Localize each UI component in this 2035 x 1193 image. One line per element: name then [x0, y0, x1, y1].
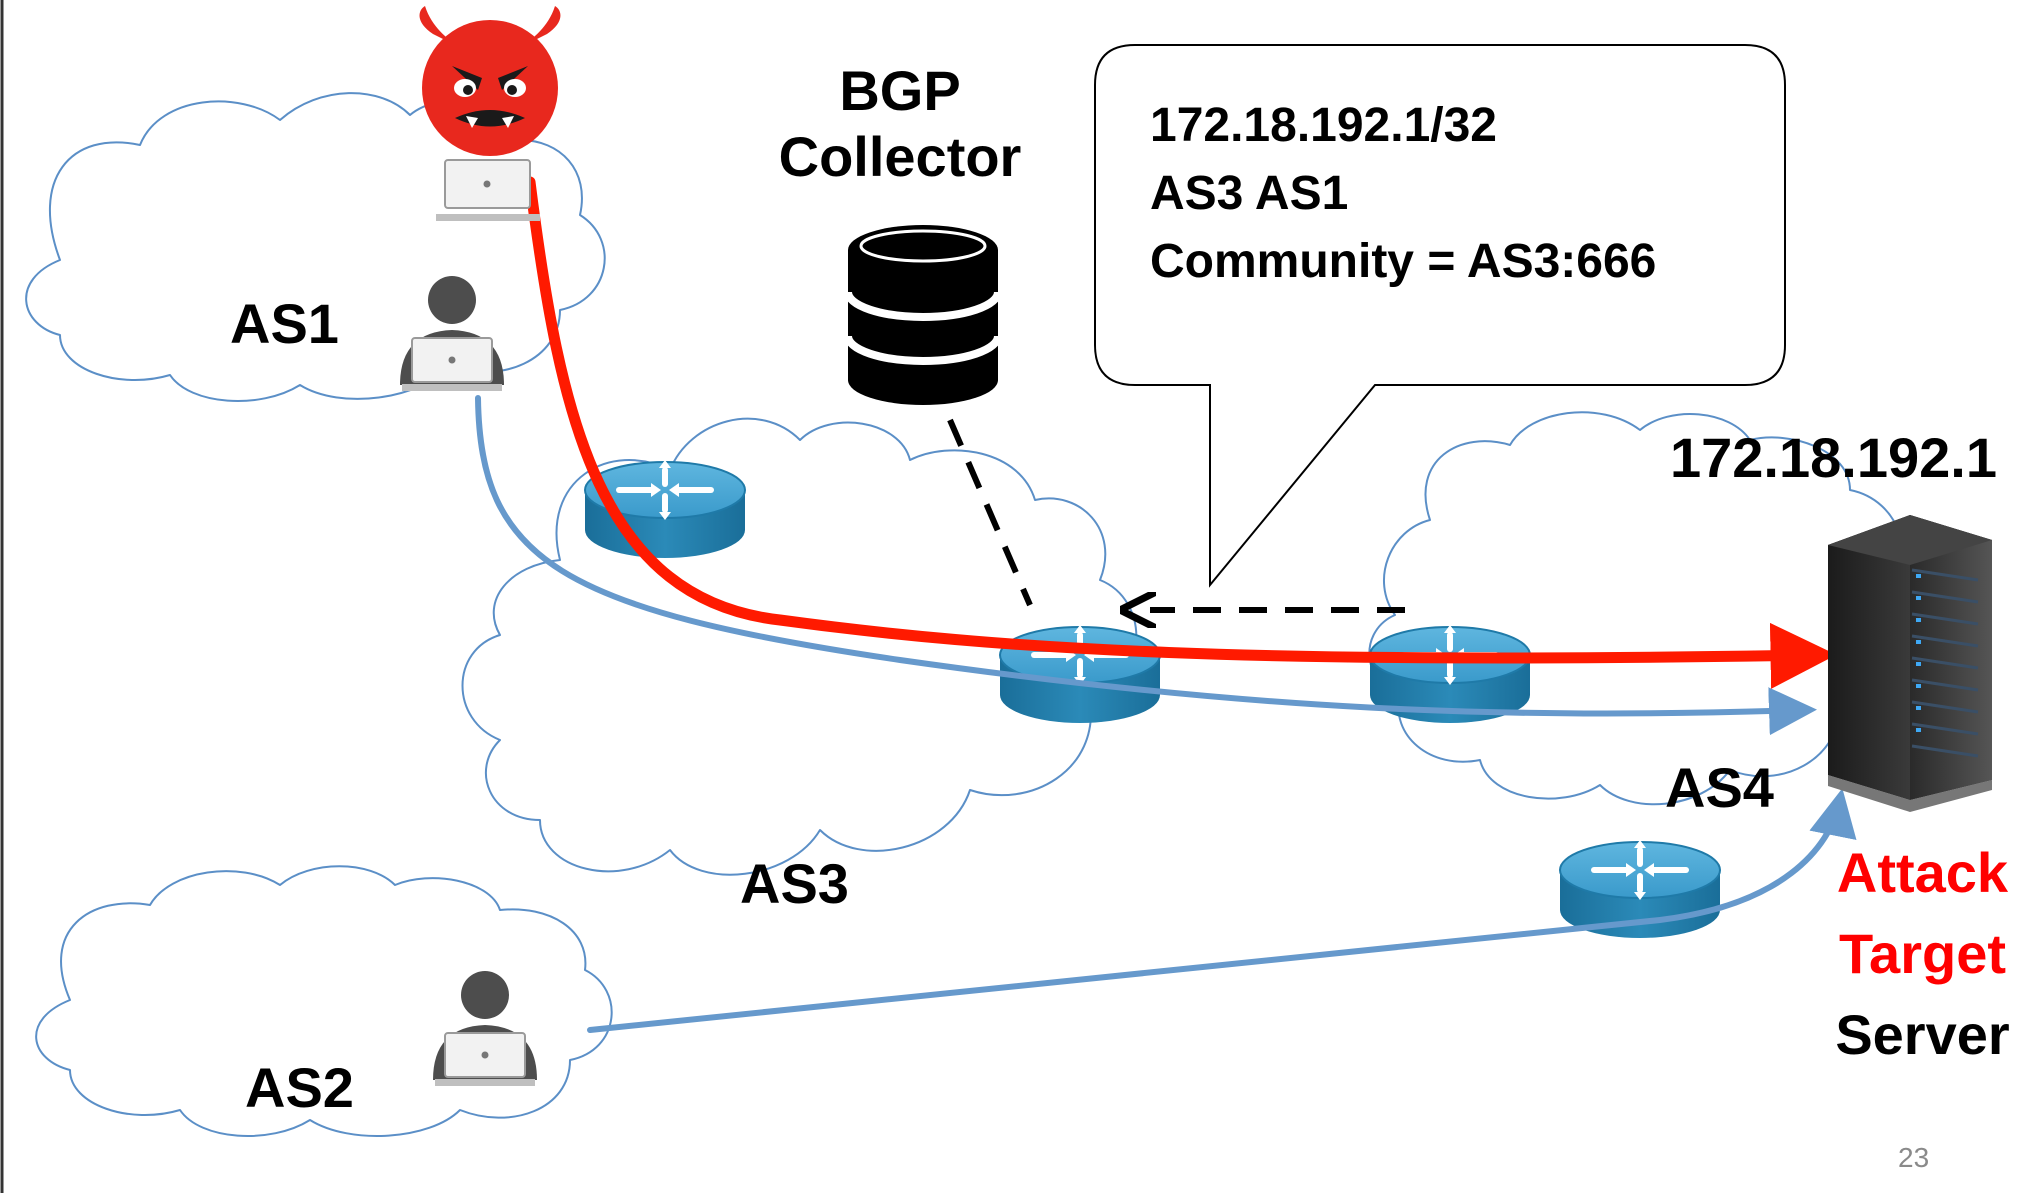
target-label: Attack Target Server — [1820, 832, 2025, 1076]
server-rack-icon — [1828, 515, 1992, 812]
announcement-bubble — [1094, 44, 1786, 588]
collector-label-line2: Collector — [778, 125, 1022, 189]
as2-label: AS2 — [245, 1056, 354, 1119]
attacker-laptop-icon — [436, 159, 540, 221]
as3-label: AS3 — [740, 852, 849, 915]
collector-label: BGP Collector — [770, 58, 1030, 190]
collector-label-line1: BGP — [839, 59, 961, 122]
announcement-as-path: AS3 AS1 — [1150, 167, 1349, 221]
slide-number: 23 — [1898, 1142, 1930, 1173]
legit-path-as1 — [475, 395, 1817, 736]
announcement-community: Community = AS3:666 — [1150, 235, 1657, 289]
announcement-text: 172.18.192.1/32 AS3 AS1 Community = AS3:… — [1150, 92, 1656, 296]
target-label-attack: Attack — [1836, 841, 2009, 904]
as1-label: AS1 — [230, 292, 339, 355]
database-icon — [844, 225, 1002, 405]
collector-link — [947, 418, 1033, 607]
target-label-target: Target — [1839, 922, 2006, 986]
attacker-devil-icon — [419, 6, 561, 156]
attack-path — [524, 176, 1837, 689]
as4-label: AS4 — [1665, 756, 1774, 819]
announcement-prefix: 172.18.192.1/32 — [1150, 99, 1497, 152]
target-label-server: Server — [1835, 1003, 2010, 1067]
legit-path-as2 — [587, 788, 1857, 1033]
target-ip-label: 172.18.192.1 — [1670, 426, 1997, 489]
